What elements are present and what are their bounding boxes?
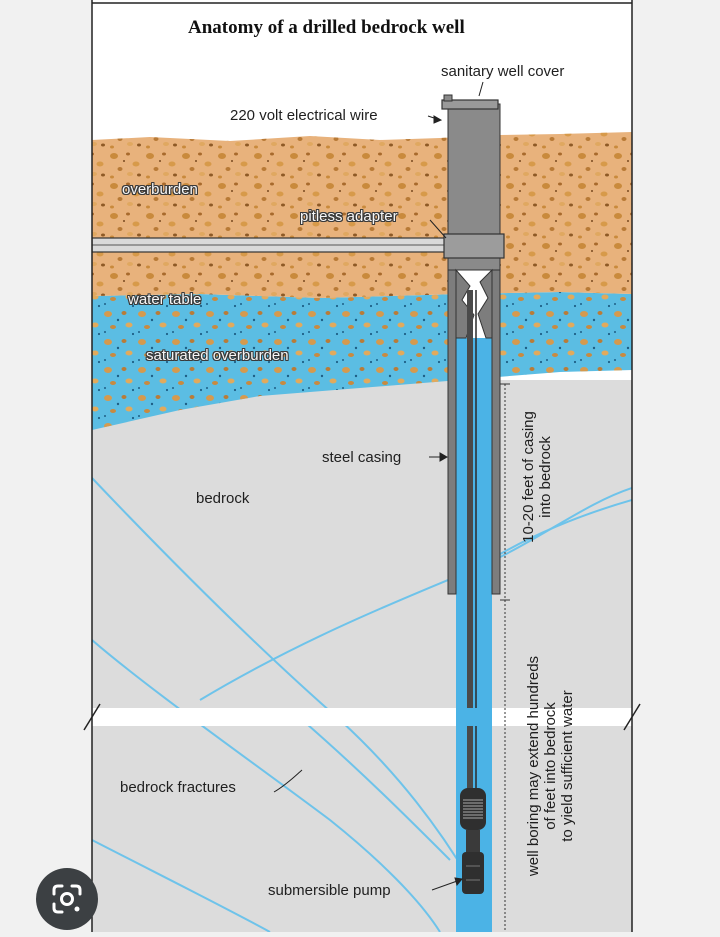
boring-note-line-2: of feet into bedrock <box>542 702 559 830</box>
label-sanitary-well-cover: sanitary well cover <box>441 63 565 80</box>
casing-note-line-2: into bedrock <box>537 436 554 518</box>
casing-note-line-1: 10-20 feet of casing <box>520 411 537 543</box>
bedrock-fractures <box>92 477 632 932</box>
boring-note-line-3: to yield sufficient water <box>559 690 576 842</box>
label-submersible-pump: submersible pump <box>268 882 391 899</box>
label-bedrock: bedrock <box>196 490 250 507</box>
sanitary-well-cover <box>441 99 499 110</box>
casing-depth-note: 10-20 feet of casing into bedrock <box>520 377 560 577</box>
electrical-wire-pipe <box>92 237 449 253</box>
scale-break <box>92 708 632 726</box>
submersible-pump <box>460 788 486 894</box>
label-overburden: overburden <box>122 181 198 198</box>
boring-depth-note: well boring may extend hundreds of feet … <box>525 606 587 926</box>
label-bedrock-fractures: bedrock fractures <box>120 779 236 796</box>
bedrock-layer <box>92 380 632 932</box>
label-water-table: water table <box>128 291 202 308</box>
lens-glyph <box>52 884 82 914</box>
drop-pipe <box>467 290 473 790</box>
google-lens-icon[interactable] <box>36 868 98 930</box>
diagram-title: Anatomy of a drilled bedrock well <box>188 17 465 38</box>
label-steel-casing: steel casing <box>322 449 402 466</box>
pitless-adapter <box>443 233 505 259</box>
label-saturated-overburden: saturated overburden <box>146 347 289 364</box>
leader-lines <box>273 81 484 891</box>
label-electrical-wire: 220 volt electrical wire <box>230 107 378 124</box>
break-marks <box>83 703 641 731</box>
label-pitless-adapter: pitless adapter <box>300 208 398 225</box>
boring-note-line-1: well boring may extend hundreds <box>525 655 542 877</box>
